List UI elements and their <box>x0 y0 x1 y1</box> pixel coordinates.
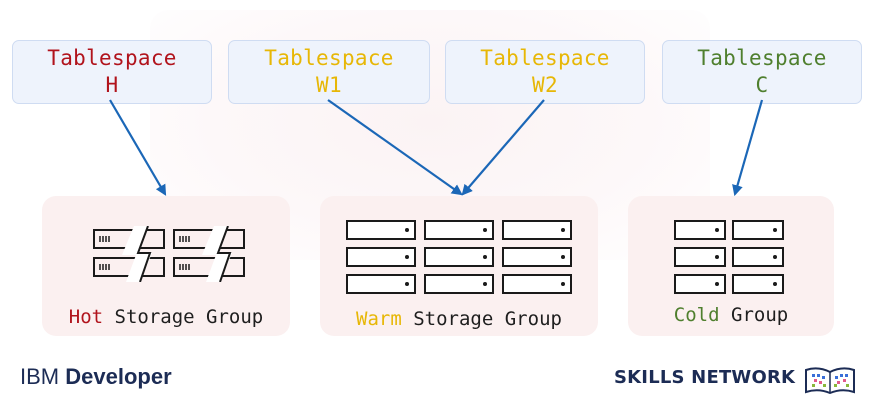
server-unit <box>502 247 572 267</box>
tablespace-h-line2: H <box>105 73 119 97</box>
tablespace-w1: Tablespace W1 <box>228 40 430 104</box>
tablespace-c-line2: C <box>755 73 769 97</box>
tablespace-h: Tablespace H <box>12 40 212 104</box>
arrow-w2-to-warm <box>461 99 545 196</box>
warm-group-label: Warm Storage Group <box>320 308 598 330</box>
ibm-text: IBM <box>20 364 60 389</box>
server-unit <box>674 247 726 267</box>
cold-group-rest: Group <box>719 304 789 326</box>
cold-group-highlight: Cold <box>673 304 720 326</box>
tablespace-w2-line2: W2 <box>532 73 558 97</box>
arrow-c-to-cold <box>732 99 764 197</box>
server-unit <box>732 247 784 267</box>
server-unit <box>346 220 416 240</box>
tablespace-c-line1: Tablespace <box>697 46 827 70</box>
arrow-w1-to-warm <box>327 99 463 196</box>
ssd-drives-icon <box>93 226 245 282</box>
server-unit <box>732 220 784 240</box>
arrow-h-to-hot <box>109 99 167 196</box>
developer-text: Developer <box>65 364 172 389</box>
server-unit <box>346 247 416 267</box>
tablespace-w2-line1: Tablespace <box>480 46 610 70</box>
hot-group-highlight: Hot <box>68 306 104 328</box>
skills-network-logo-icon <box>805 367 855 394</box>
server-rack-icon <box>674 220 786 300</box>
server-rack-icon <box>346 220 576 300</box>
cold-group-label: Cold Group <box>628 304 834 326</box>
server-unit <box>502 220 572 240</box>
tablespace-h-line1: Tablespace <box>47 46 177 70</box>
warm-group-highlight: Warm <box>356 308 402 330</box>
hot-storage-group: Hot Storage Group <box>42 196 290 336</box>
server-unit <box>424 220 494 240</box>
tablespace-w2: Tablespace W2 <box>445 40 645 104</box>
server-unit <box>502 274 572 294</box>
server-unit <box>346 274 416 294</box>
tablespace-c: Tablespace C <box>662 40 862 104</box>
server-unit <box>424 274 494 294</box>
tablespace-w1-line1: Tablespace <box>264 46 394 70</box>
server-unit <box>424 247 494 267</box>
hot-group-label: Hot Storage Group <box>42 306 290 328</box>
server-unit <box>674 274 726 294</box>
warm-group-rest: Storage Group <box>401 308 562 330</box>
hot-group-rest: Storage Group <box>103 306 264 328</box>
ibm-developer-logo: IBM Developer <box>20 364 172 390</box>
cold-storage-group: Cold Group <box>628 196 834 336</box>
server-unit <box>674 220 726 240</box>
warm-storage-group: Warm Storage Group <box>320 196 598 336</box>
skills-network-label: SKILLS NETWORK <box>614 367 796 388</box>
tablespace-w1-line2: W1 <box>316 73 342 97</box>
server-unit <box>732 274 784 294</box>
